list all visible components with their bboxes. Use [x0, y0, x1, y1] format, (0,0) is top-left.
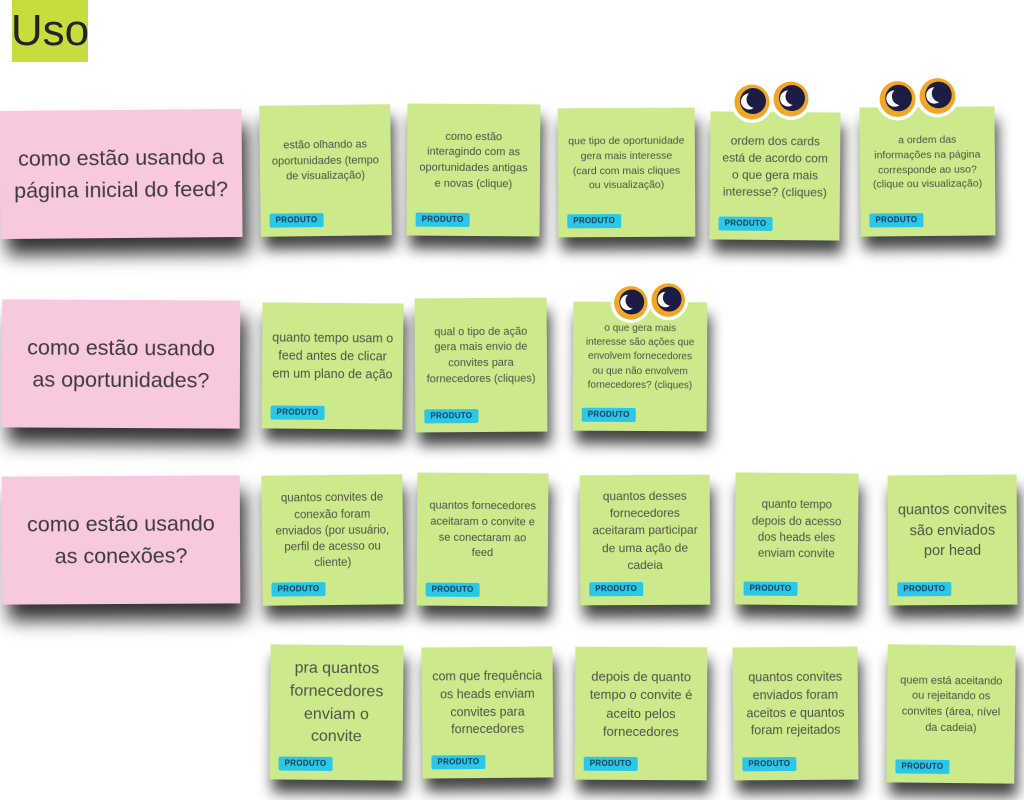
- note-r2c2[interactable]: qual o tipo de ação gera mais envio de c…: [414, 297, 548, 433]
- produto-tag[interactable]: PRODUTO: [742, 756, 797, 772]
- note-r4c1[interactable]: pra quantos fornecedores enviam o convit…: [269, 644, 404, 781]
- produto-tag[interactable]: PRODUTO: [743, 581, 798, 597]
- produto-tag[interactable]: PRODUTO: [425, 582, 480, 597]
- question-note-feed[interactable]: como estão usando a página inicial do fe…: [0, 108, 243, 240]
- board-title[interactable]: Uso: [10, 0, 90, 62]
- produto-tag[interactable]: PRODUTO: [895, 759, 950, 774]
- eyes-icon[interactable]: [872, 72, 964, 122]
- question-note-conexoes[interactable]: como estão usando as conexões?: [1, 475, 241, 605]
- note-text: com que frequência os heads enviam convi…: [432, 668, 543, 737]
- note-text: quantos fornecedores aceitaram o convite…: [429, 499, 536, 560]
- note-r1c4[interactable]: ordem dos cards está de acordo com o que…: [709, 111, 841, 241]
- note-text: quantos convites são enviados por head: [897, 501, 1007, 560]
- note-r3c4[interactable]: quanto tempo depois do acesso dos heads …: [734, 472, 859, 606]
- note-r1c5[interactable]: a ordem das informações na página corres…: [859, 106, 996, 237]
- produto-tag[interactable]: PRODUTO: [271, 582, 326, 597]
- note-text: quanto tempo depois do acesso dos heads …: [751, 499, 842, 561]
- note-r1c2[interactable]: como estão interagindo com as oportunida…: [406, 103, 541, 237]
- produto-tag[interactable]: PRODUTO: [718, 216, 773, 231]
- note-text: quantos desses fornecedores aceitaram pa…: [592, 489, 698, 572]
- note-text: como estão usando as conexões?: [27, 511, 215, 569]
- note-text: quem está aceitando ou rejeitando os con…: [900, 674, 1003, 734]
- note-r1c1[interactable]: estão olhando as oportunidades (tempo de…: [259, 104, 392, 237]
- eyes-icon[interactable]: [727, 76, 817, 124]
- note-text: ordem dos cards está de acordo com o que…: [722, 133, 828, 200]
- note-r4c4[interactable]: quantos convites enviados foram aceitos …: [732, 646, 859, 781]
- produto-tag[interactable]: PRODUTO: [897, 582, 952, 597]
- note-r3c1[interactable]: quantos convites de conexão foram enviad…: [261, 474, 404, 606]
- note-r1c3[interactable]: que tipo de oportunidade gera mais inter…: [557, 107, 696, 238]
- note-text: a ordem das informações na página corres…: [872, 133, 983, 191]
- produto-tag[interactable]: PRODUTO: [278, 756, 333, 771]
- note-r4c5[interactable]: quem está aceitando ou rejeitando os con…: [886, 644, 1016, 784]
- note-text: quantos convites de conexão foram enviad…: [275, 491, 390, 570]
- produto-tag[interactable]: PRODUTO: [869, 213, 924, 228]
- produto-tag[interactable]: PRODUTO: [567, 214, 622, 229]
- note-text: estão olhando as oportunidades (tempo de…: [271, 138, 379, 183]
- note-text: pra quantos fornecedores enviam o convit…: [289, 659, 384, 746]
- note-text: qual o tipo de ação gera mais envio de c…: [426, 325, 536, 385]
- produto-tag[interactable]: PRODUTO: [424, 409, 479, 424]
- note-r3c5[interactable]: quantos convites são enviados por head P…: [887, 474, 1018, 606]
- note-text: que tipo de oportunidade gera mais inter…: [568, 134, 685, 192]
- produto-tag[interactable]: PRODUTO: [581, 407, 636, 422]
- produto-tag[interactable]: PRODUTO: [270, 405, 325, 420]
- note-text: depois de quanto tempo o convite é aceit…: [589, 668, 693, 740]
- produto-tag[interactable]: PRODUTO: [583, 756, 638, 771]
- note-text: como estão usando a página inicial do fe…: [14, 144, 229, 203]
- produto-tag[interactable]: PRODUTO: [415, 212, 470, 227]
- note-r2c1[interactable]: quanto tempo usam o feed antes de clicar…: [261, 302, 404, 430]
- produto-tag[interactable]: PRODUTO: [269, 213, 324, 228]
- board-title-text: Uso: [10, 6, 90, 55]
- note-text: quanto tempo usam o feed antes de clicar…: [272, 330, 394, 382]
- produto-tag[interactable]: PRODUTO: [431, 755, 486, 770]
- note-r3c3[interactable]: quantos desses fornecedores aceitaram pa…: [579, 474, 711, 606]
- note-text: como estão interagindo com as oportunida…: [419, 130, 528, 190]
- note-r4c2[interactable]: com que frequência os heads enviam convi…: [421, 646, 554, 779]
- note-r3c2[interactable]: quantos fornecedores aceitaram o convite…: [416, 472, 549, 607]
- question-note-oportunidades[interactable]: como estão usando as oportunidades?: [1, 299, 241, 429]
- produto-tag[interactable]: PRODUTO: [589, 582, 644, 597]
- note-r4c3[interactable]: depois de quanto tempo o convite é aceit…: [574, 646, 708, 781]
- note-text: como estão usando as oportunidades?: [27, 335, 215, 393]
- note-text: quantos convites enviados foram aceitos …: [746, 669, 845, 738]
- eyes-icon[interactable]: [606, 278, 694, 324]
